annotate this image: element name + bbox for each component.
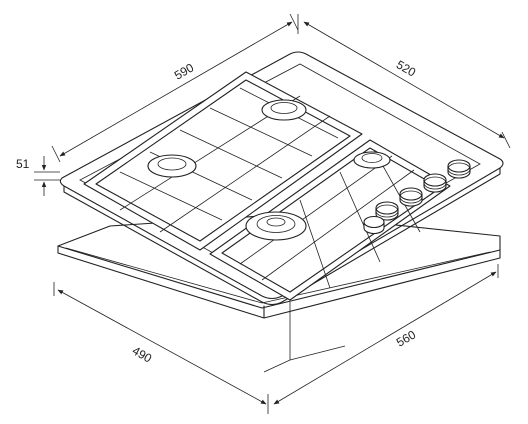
knob-1 [375, 201, 399, 221]
knobs [363, 159, 471, 235]
height-label: 51 [16, 157, 30, 171]
cutout-width-label: 490 [130, 343, 155, 365]
dimension-height: 51 [16, 156, 60, 196]
burner-front-left [245, 211, 307, 241]
knob-4 [447, 159, 471, 179]
knob-5 [363, 215, 385, 235]
burner-rear-right [261, 99, 307, 121]
knob-2 [399, 187, 423, 207]
burner-front-right [353, 151, 391, 169]
knob-3 [423, 173, 447, 193]
dimension-cutout-width: 490 [53, 282, 269, 414]
burner-rear-left [147, 154, 197, 178]
